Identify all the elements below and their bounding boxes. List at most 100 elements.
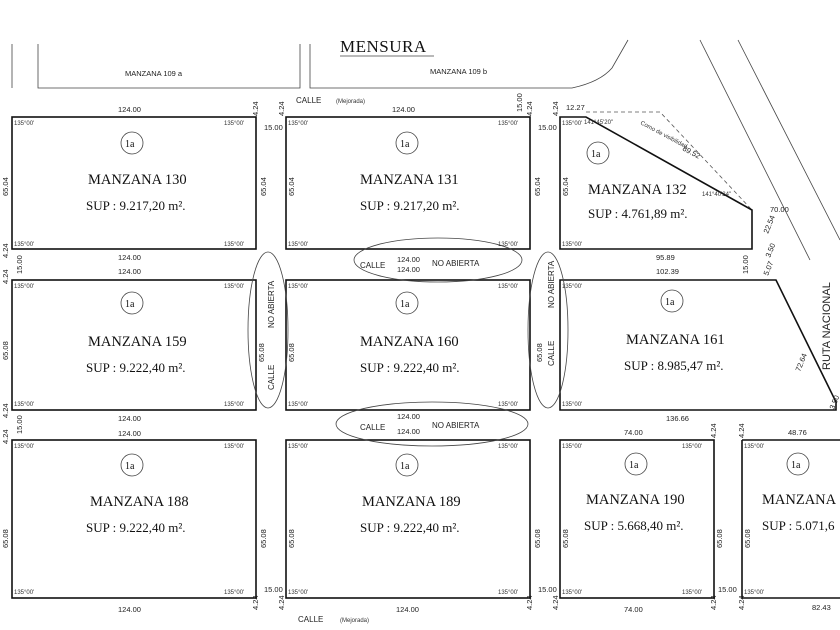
dim-124-h2b: 124.00 bbox=[397, 427, 420, 436]
manzana-109a-outline bbox=[11, 44, 301, 89]
lote-circle-189 bbox=[395, 453, 419, 477]
dim-124-r3c: 124.00 bbox=[396, 605, 419, 614]
manzana-191-sup: SUP : 5.071,6 bbox=[762, 518, 835, 533]
lote-label-189: 1a bbox=[400, 461, 410, 472]
lote-circle-159 bbox=[120, 291, 144, 315]
manzana-161-outline bbox=[559, 279, 837, 411]
dim-124-h1a: 124.00 bbox=[397, 255, 420, 264]
angle-188-tr: 135°00' bbox=[224, 444, 244, 450]
no-abierta-ellipse-left bbox=[247, 251, 289, 409]
angle-189-tl: 135°00' bbox=[288, 444, 308, 450]
manzana-190-outline bbox=[559, 439, 715, 599]
no-abierta-ellipse-bottom bbox=[335, 401, 529, 447]
ruta-edge-1 bbox=[737, 39, 840, 241]
angle-132-tl: 135°00' bbox=[562, 121, 582, 127]
calle-top-label: CALLE bbox=[296, 96, 321, 105]
angle-160-tl: 135°00' bbox=[288, 284, 308, 290]
dim-124-r1b: 124.00 bbox=[392, 105, 415, 114]
dim-1227: 12.27 bbox=[566, 103, 585, 112]
ruta-nacional-label: RUTA NACIONAL bbox=[821, 282, 833, 370]
manzana-132-sup: SUP : 4.761,89 m². bbox=[588, 206, 688, 221]
dim-6508-d: 65.08 bbox=[535, 343, 544, 362]
manzana-190-sup: SUP : 5.668,40 m². bbox=[584, 518, 684, 533]
dim-1500-v3: 15.00 bbox=[15, 415, 24, 434]
dim-124-r2b: 124.00 bbox=[118, 414, 141, 423]
block-labels: MANZANA 130 SUP : 9.217,20 m². MANZANA 1… bbox=[86, 172, 837, 535]
dim-7400-b: 74.00 bbox=[624, 605, 643, 614]
angle-132-bl: 135°00' bbox=[562, 242, 582, 248]
dim-1500-b: 15.00 bbox=[538, 123, 557, 132]
dim-8952: 89.52 bbox=[681, 144, 702, 161]
no-abierta-h1: NO ABIERTA bbox=[432, 259, 480, 268]
dim-350-a: 3.50 bbox=[764, 242, 778, 259]
dim-424-3: 4.24 bbox=[525, 101, 534, 116]
angle-160-br: 135°00' bbox=[498, 402, 518, 408]
angle-188-bl: 135°00' bbox=[14, 590, 34, 596]
dim-6508-a: 65.08 bbox=[1, 341, 10, 360]
dim-424-2: 4.24 bbox=[277, 101, 286, 116]
dim-424-6: 4.24 bbox=[1, 269, 10, 284]
dim-1500-v1: 15.00 bbox=[515, 93, 524, 112]
angle-161-bl: 135°00' bbox=[562, 402, 582, 408]
dim-8243: 82.43 bbox=[812, 603, 831, 612]
angle-190-bl: 135°00' bbox=[562, 590, 582, 596]
lote-circle-161 bbox=[660, 289, 684, 313]
no-abierta-v2: NO ABIERTA bbox=[547, 260, 556, 308]
angle-159-br: 135°00' bbox=[224, 402, 244, 408]
angle-131-tr: 135°00' bbox=[498, 121, 518, 127]
lote-label-190: 1a bbox=[629, 460, 639, 471]
angle-131-tl: 135°00' bbox=[288, 121, 308, 127]
manzana-131-name: MANZANA 131 bbox=[360, 172, 459, 188]
dim-124-r3a: 124.00 bbox=[118, 429, 141, 438]
angle-130-bl: 135°00' bbox=[14, 242, 34, 248]
lote-label-131: 1a bbox=[400, 139, 410, 150]
manzana-130-outline bbox=[11, 116, 257, 250]
dim-6508-j: 65.08 bbox=[715, 529, 724, 548]
lote-label-160: 1a bbox=[400, 299, 410, 310]
manzana-131-outline bbox=[285, 116, 531, 250]
lote-label-161: 1a bbox=[665, 297, 675, 308]
dim-424-15: 4.24 bbox=[709, 423, 718, 438]
angle-132-a2: 141°40'24" bbox=[702, 192, 731, 198]
manzana-109a-label: MANZANA 109 a bbox=[125, 69, 183, 78]
angle-188-tl: 135°00' bbox=[14, 444, 34, 450]
manzana-160-outline bbox=[285, 279, 531, 411]
dim-1500-e: 15.00 bbox=[718, 585, 737, 594]
plan-title: MENSURA bbox=[340, 37, 427, 56]
dim-424-8: 4.24 bbox=[1, 429, 10, 444]
calle-top-mejorada: (Mejorada) bbox=[336, 99, 365, 105]
dim-124-r1a: 124.00 bbox=[118, 105, 141, 114]
lote-label-130: 1a bbox=[125, 139, 135, 150]
no-abierta-h2: NO ABIERTA bbox=[432, 421, 480, 430]
visibility-label: Como de visibilidad bbox=[639, 120, 688, 150]
angle-191-bl: 135°00' bbox=[744, 590, 764, 596]
no-abierta-v1: NO ABIERTA bbox=[267, 280, 276, 328]
manzana-189-sup: SUP : 9.222,40 m². bbox=[360, 520, 460, 535]
angle-132-a1: 141°45'20" bbox=[584, 120, 613, 126]
lote-markers: 1a 1a 1a 1a 1a 1a 1a 1a 1a 1a bbox=[120, 131, 810, 477]
dim-7000: 70.00 bbox=[770, 205, 789, 214]
calle-bottom-mejorada: (Mejorada) bbox=[340, 618, 369, 624]
dim-424-11: 4.24 bbox=[525, 595, 534, 610]
dim-350-b: 3.50 bbox=[828, 394, 840, 411]
calle-bottom-label: CALLE bbox=[298, 615, 323, 624]
dim-6504-e: 65.04 bbox=[561, 177, 570, 196]
ruta-edge-2 bbox=[699, 39, 811, 261]
dim-424-13: 4.24 bbox=[709, 595, 718, 610]
dim-424-9: 4.24 bbox=[251, 595, 260, 610]
dim-2254: 22.54 bbox=[762, 214, 777, 235]
dim-124-h1b: 124.00 bbox=[397, 265, 420, 274]
dim-10239: 102.39 bbox=[656, 267, 679, 276]
dim-124-r3b: 124.00 bbox=[118, 605, 141, 614]
dim-6508-b: 65.08 bbox=[257, 343, 266, 362]
angle-188-br: 135°00' bbox=[224, 590, 244, 596]
dim-1500-a: 15.00 bbox=[264, 123, 283, 132]
dim-424-7: 4.24 bbox=[1, 403, 10, 418]
manzana-160-name: MANZANA 160 bbox=[360, 334, 459, 350]
dim-424-10: 4.24 bbox=[277, 595, 286, 610]
calle-h2-label: CALLE bbox=[360, 423, 385, 432]
corner-angles: 135°00' 135°00' 135°00' 135°00' 135°00' … bbox=[14, 120, 764, 596]
manzana-130-name: MANZANA 130 bbox=[88, 172, 187, 188]
lote-circle-131 bbox=[395, 131, 419, 155]
dim-124-h2a: 124.00 bbox=[397, 412, 420, 421]
